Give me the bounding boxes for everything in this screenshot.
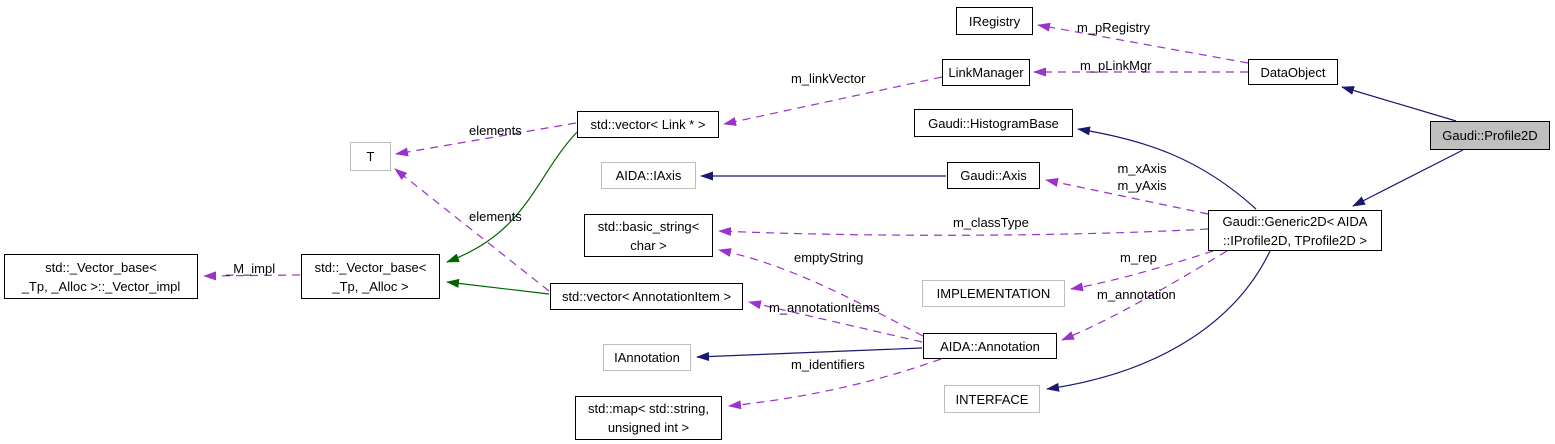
- node-dataobject[interactable]: DataObject: [1248, 59, 1338, 85]
- edge-generic2d-implementation: [1070, 250, 1214, 292]
- node-generic2d[interactable]: Gaudi::Generic2D< AIDA ::IProfile2D, TPr…: [1208, 210, 1382, 251]
- node-histogrambase[interactable]: Gaudi::HistogramBase: [914, 109, 1073, 137]
- edge-vectorannotationitem-vectorbase: [446, 278, 550, 295]
- edge-label-m-rep: m_rep: [1120, 250, 1157, 265]
- edge-label-elements-top: elements: [469, 123, 522, 138]
- node-vector-link[interactable]: std::vector< Link * >: [577, 111, 719, 138]
- edge-dataobject-iregistry: [1037, 22, 1249, 64]
- node-basic-string[interactable]: std::basic_string< char >: [584, 214, 713, 257]
- node-iregistry[interactable]: IRegistry: [956, 7, 1033, 35]
- edge-label-elements-bottom: elements: [469, 209, 522, 224]
- edge-label-m-identifiers: m_identifiers: [791, 357, 865, 372]
- node-linkmanager[interactable]: LinkManager: [942, 59, 1030, 86]
- edge-label-m-xaxis-m-yaxis: m_xAxis m_yAxis: [1117, 161, 1167, 193]
- edge-label-m-annotation: m_annotation: [1097, 287, 1176, 302]
- edge-profile2d-generic2d: [1352, 149, 1464, 207]
- edge-generic2d-annotation: [1061, 250, 1228, 341]
- edge-annotation-vectorannotationitem: [748, 300, 923, 343]
- node-axis[interactable]: Gaudi::Axis: [947, 162, 1040, 189]
- edge-label-m-linkvector: m_linkVector: [791, 71, 866, 86]
- edge-annotation-basicstring: [718, 248, 924, 337]
- edge-annotation-stdmap: [728, 358, 942, 410]
- node-vector-base[interactable]: std::_Vector_base< _Tp, _Alloc >: [301, 254, 440, 299]
- edge-label-m-classtype: m_classType: [953, 215, 1029, 230]
- edge-vectorannotationitem-t: [394, 168, 550, 292]
- edge-vectorlink-vectorbase: [446, 131, 578, 263]
- node-annotation[interactable]: AIDA::Annotation: [923, 333, 1057, 359]
- edge-label-m-impl: _M_impl: [226, 261, 276, 276]
- node-profile2d: Gaudi::Profile2D: [1430, 121, 1550, 150]
- edge-profile2d-dataobject: [1341, 86, 1457, 122]
- edge-generic2d-histogrambase: [1077, 126, 1257, 210]
- edge-label-m-plinkmgr: m_pLinkMgr: [1080, 58, 1152, 73]
- node-t: T: [350, 142, 391, 171]
- edge-generic2d-interface: [1046, 250, 1271, 392]
- edge-label-m-annotationitems: m_annotationItems: [769, 300, 880, 315]
- edge-annotation-iannotation: [696, 347, 923, 362]
- edge-vectorbase-vectorimpl: [203, 271, 301, 281]
- node-vector-annotationitem[interactable]: std::vector< AnnotationItem >: [550, 283, 743, 310]
- edge-linkmanager-vectorlink: [723, 76, 943, 126]
- edge-label-emptystring: emptyString: [794, 250, 864, 265]
- edge-generic2d-basicstring: [718, 227, 1209, 237]
- node-interface: INTERFACE: [944, 385, 1040, 413]
- node-implementation: IMPLEMENTATION: [922, 280, 1065, 307]
- node-vector-impl[interactable]: std::_Vector_base< _Tp, _Alloc >::_Vecto…: [4, 254, 198, 299]
- edge-vectorlink-t: [395, 122, 577, 157]
- node-iannotation: IAnnotation: [603, 344, 691, 371]
- node-iaxis: AIDA::IAxis: [601, 162, 696, 189]
- node-std-map[interactable]: std::map< std::string, unsigned int >: [575, 396, 722, 440]
- edge-label-m-pregistry: m_pRegistry: [1077, 20, 1150, 35]
